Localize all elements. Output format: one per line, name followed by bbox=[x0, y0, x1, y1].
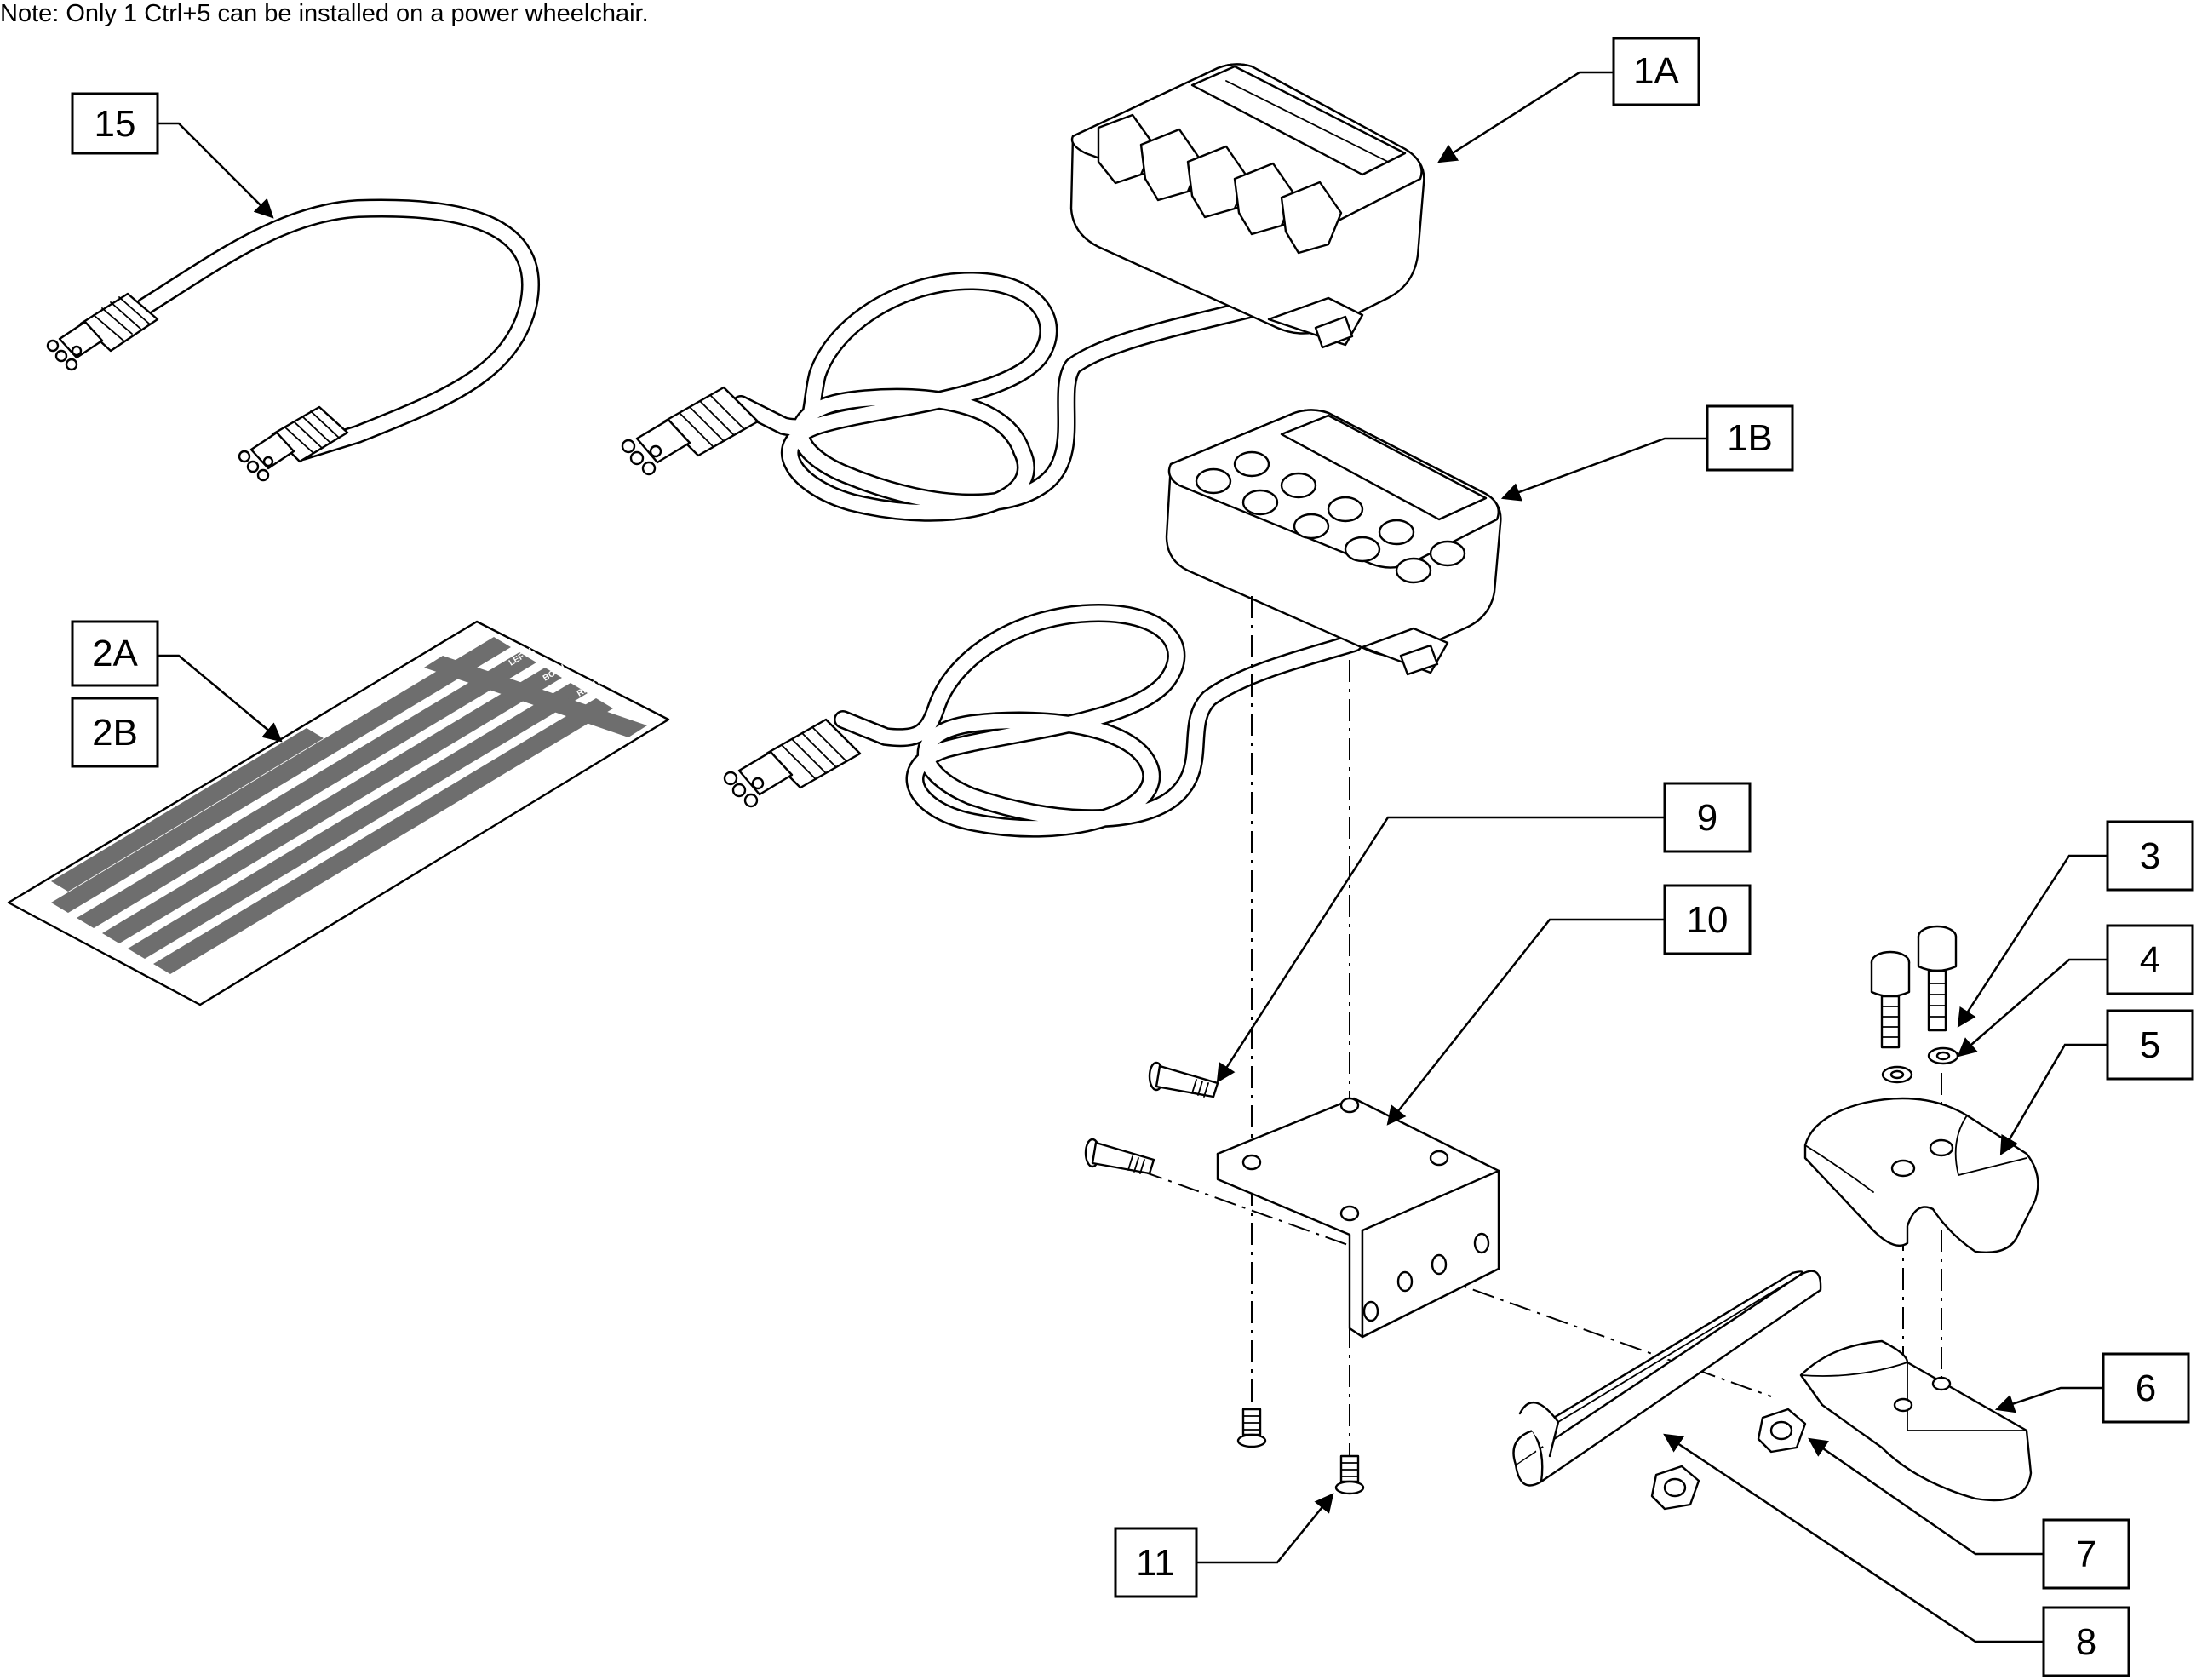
part-1a-toggle-controller bbox=[621, 63, 1425, 522]
part-4-washers bbox=[1881, 1046, 1959, 1084]
callout-2b: 2B bbox=[71, 697, 159, 768]
callout-10-text: 10 bbox=[1687, 899, 1729, 941]
part-10-mounting-bracket bbox=[1216, 1097, 1500, 1339]
callout-1a: 1A bbox=[1612, 37, 1700, 106]
callout-5: 5 bbox=[2106, 1009, 2194, 1081]
part-7-nuts bbox=[1650, 1408, 1807, 1511]
callout-7-text: 7 bbox=[2076, 1534, 2096, 1575]
connector-15-top bbox=[46, 292, 159, 371]
label-rows bbox=[51, 637, 647, 974]
callout-9-text: 9 bbox=[1697, 797, 1717, 839]
callout-8: 8 bbox=[2042, 1606, 2130, 1677]
callout-4-text: 4 bbox=[2140, 939, 2160, 981]
callout-15: 15 bbox=[71, 92, 159, 155]
callout-6: 6 bbox=[2102, 1352, 2190, 1424]
part-9-screws bbox=[1084, 1061, 1219, 1175]
connector-1b bbox=[723, 718, 862, 808]
callout-11-text: 11 bbox=[1136, 1542, 1175, 1584]
callout-5-text: 5 bbox=[2140, 1024, 2160, 1066]
callout-3-text: 3 bbox=[2140, 835, 2160, 877]
callout-10: 10 bbox=[1663, 884, 1752, 955]
callout-1a-text: 1A bbox=[1633, 50, 1679, 92]
part-1b-button-controller bbox=[723, 409, 1502, 838]
callout-9: 9 bbox=[1663, 782, 1752, 853]
part-3-bolts bbox=[1870, 925, 1958, 1049]
part-11-screws bbox=[1236, 1408, 1365, 1495]
callout-2b-text: 2B bbox=[92, 712, 138, 754]
callout-15-text: 15 bbox=[95, 103, 136, 145]
callout-2a: 2A bbox=[71, 620, 159, 687]
callout-3: 3 bbox=[2106, 820, 2194, 892]
callout-1b: 1B bbox=[1706, 404, 1794, 472]
connector-15-bottom bbox=[238, 405, 349, 482]
toggle-switches-1a bbox=[1097, 113, 1343, 255]
connector-1a bbox=[621, 386, 760, 476]
alignment-lines bbox=[1140, 596, 1942, 1460]
callout-2a-text: 2A bbox=[92, 633, 138, 674]
note-text: Note: Only 1 Ctrl+5 can be installed on … bbox=[0, 0, 649, 27]
callout-8-text: 8 bbox=[2076, 1621, 2096, 1663]
leader-lines bbox=[158, 71, 2107, 1643]
part-6-lower-clamp bbox=[1799, 1339, 2033, 1502]
callout-11: 11 bbox=[1114, 1527, 1198, 1598]
callout-4: 4 bbox=[2106, 924, 2194, 995]
part-15-extension-cable bbox=[46, 198, 541, 482]
callout-6-text: 6 bbox=[2136, 1368, 2156, 1409]
callout-7: 7 bbox=[2042, 1518, 2130, 1590]
part-8-clamp-tube bbox=[1512, 1270, 1822, 1487]
part-5-upper-clamp bbox=[1803, 1097, 2039, 1253]
buttons-1b bbox=[1195, 450, 1466, 584]
callout-1b-text: 1B bbox=[1727, 417, 1773, 459]
